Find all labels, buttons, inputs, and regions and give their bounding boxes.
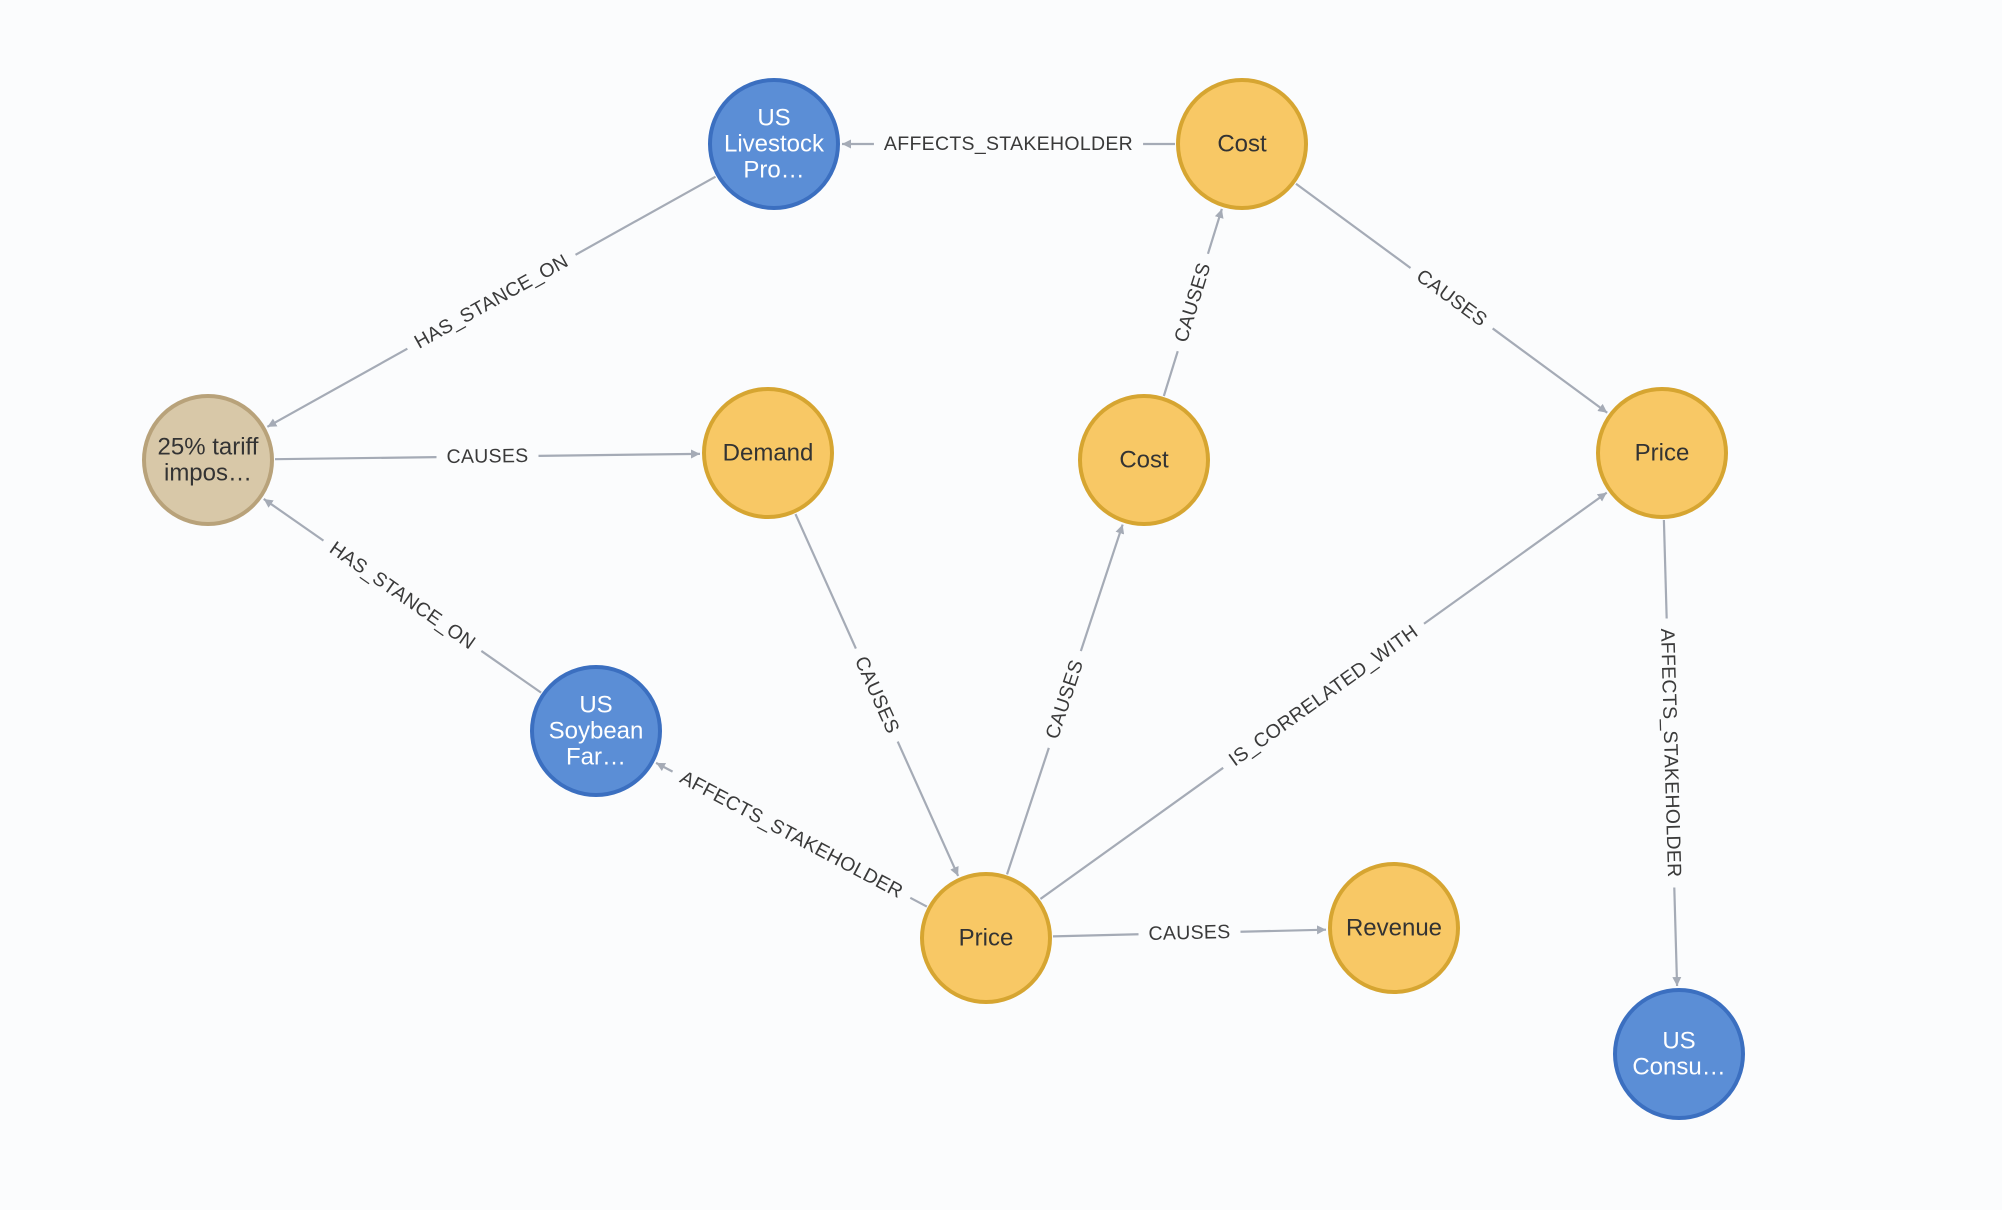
- node-label: Soybean: [549, 718, 644, 745]
- edge-affects-stakeholder-price_right-to-consumers[interactable]: AFFECTS_STAKEHOLDER: [1656, 519, 1685, 987]
- node-circle: [1328, 862, 1460, 994]
- node-consumers[interactable]: USConsu…: [1613, 988, 1745, 1120]
- edge-has-stance-on-livestock-to-tariff[interactable]: HAS_STANCE_ON: [266, 175, 717, 428]
- edge-label: CAUSES: [1170, 260, 1215, 345]
- node-label: Revenue: [1346, 915, 1442, 942]
- edge-arrow: [266, 347, 408, 428]
- edge-label: AFFECTS_STAKEHOLDER: [676, 767, 906, 903]
- edge-causes-tariff-to-demand[interactable]: CAUSES: [274, 445, 701, 468]
- edge-arrow: [1079, 524, 1125, 652]
- node-soybean[interactable]: USSoybeanFar…: [530, 665, 662, 797]
- edge-arrow: [1240, 925, 1327, 935]
- node-cost_mid[interactable]: Cost: [1078, 394, 1210, 526]
- node-circle: [1613, 988, 1745, 1120]
- edge-label: CAUSES: [1412, 265, 1491, 331]
- edge-arrow: [1492, 327, 1608, 414]
- node-price_center[interactable]: Price: [920, 872, 1052, 1004]
- node-cost_top[interactable]: Cost: [1176, 78, 1308, 210]
- edge-label: IS_CORRELATED_WITH: [1225, 621, 1422, 771]
- node-label: Cost: [1119, 447, 1169, 474]
- edge-label: CAUSES: [446, 445, 528, 468]
- edge-line-start: [1295, 182, 1412, 269]
- node-label: Consu…: [1632, 1054, 1725, 1081]
- node-tariff[interactable]: 25% tariffimpos…: [142, 394, 274, 526]
- node-label: Cost: [1217, 131, 1267, 158]
- edge-line-start: [574, 175, 717, 256]
- edge-arrow: [655, 761, 674, 773]
- edge-label: AFFECTS_STAKEHOLDER: [884, 133, 1133, 155]
- node-circle: [1176, 78, 1308, 210]
- edge-is-correlated-with-price_center-to-price_right[interactable]: IS_CORRELATED_WITH: [1039, 491, 1608, 900]
- edge-label: HAS_STANCE_ON: [325, 537, 479, 654]
- node-label: US: [1662, 1028, 1695, 1055]
- edge-line-start: [480, 650, 542, 694]
- node-label: Price: [959, 925, 1014, 952]
- node-demand[interactable]: Demand: [702, 387, 834, 519]
- node-label: Livestock: [724, 131, 825, 158]
- edge-causes-demand-to-price_center[interactable]: CAUSES: [794, 513, 960, 877]
- edge-causes-price_center-to-revenue[interactable]: CAUSES: [1052, 921, 1327, 945]
- edge-affects-stakeholder-price_center-to-soybean[interactable]: AFFECTS_STAKEHOLDER: [655, 761, 928, 908]
- node-livestock[interactable]: USLivestockPro…: [708, 78, 840, 210]
- node-label: US: [579, 692, 612, 719]
- node-label: US: [757, 105, 790, 132]
- edge-causes-cost_top-to-price_right[interactable]: CAUSES: [1295, 182, 1608, 414]
- edge-arrow: [263, 498, 325, 542]
- edge-label: CAUSES: [1148, 921, 1231, 945]
- edges-layer: AFFECTS_STAKEHOLDER HAS_STANCE_ON CAUSES HA…: [263, 133, 1685, 987]
- node-circle: [142, 394, 274, 526]
- edge-line-start: [1005, 747, 1050, 875]
- node-circle: [530, 665, 662, 797]
- node-circle: [920, 872, 1052, 1004]
- edge-causes-cost_mid-to-cost_top[interactable]: CAUSES: [1162, 208, 1224, 397]
- node-label: Demand: [723, 440, 814, 467]
- edge-line-start: [909, 896, 928, 908]
- edge-arrow: [1206, 208, 1224, 255]
- edge-label: HAS_STANCE_ON: [411, 250, 572, 353]
- node-circle: [1596, 387, 1728, 519]
- edge-arrow: [1423, 491, 1608, 625]
- edge-line-start: [274, 456, 437, 461]
- node-circle: [702, 387, 834, 519]
- edge-line-start: [794, 513, 857, 649]
- node-circle: [1078, 394, 1210, 526]
- edge-causes-price_center-to-cost_mid[interactable]: CAUSES: [1005, 524, 1125, 875]
- node-label: Far…: [566, 744, 626, 771]
- node-circle: [708, 78, 840, 210]
- edge-label: AFFECTS_STAKEHOLDER: [1656, 628, 1685, 878]
- edge-line-start: [1052, 933, 1139, 938]
- node-price_right[interactable]: Price: [1596, 387, 1728, 519]
- nodes-layer: 25% tariffimpos…USLivestockPro…CostDeman…: [142, 78, 1745, 1120]
- edge-arrow: [896, 741, 960, 877]
- node-label: 25% tariff: [158, 434, 259, 461]
- edge-affects-stakeholder-cost_top-to-livestock[interactable]: AFFECTS_STAKEHOLDER: [842, 133, 1175, 155]
- edge-line-start: [1162, 350, 1179, 397]
- node-revenue[interactable]: Revenue: [1328, 862, 1460, 994]
- edge-line-start: [1662, 519, 1668, 619]
- edge-arrow: [538, 449, 701, 459]
- edge-line-start: [1039, 766, 1224, 900]
- node-label: impos…: [164, 460, 252, 487]
- node-label: Pro…: [743, 157, 804, 184]
- node-label: Price: [1635, 440, 1690, 467]
- edge-has-stance-on-soybean-to-tariff[interactable]: HAS_STANCE_ON: [263, 498, 542, 694]
- edge-label: CAUSES: [1041, 657, 1088, 742]
- edge-arrow: [1672, 887, 1682, 987]
- edge-label: CAUSES: [850, 653, 904, 737]
